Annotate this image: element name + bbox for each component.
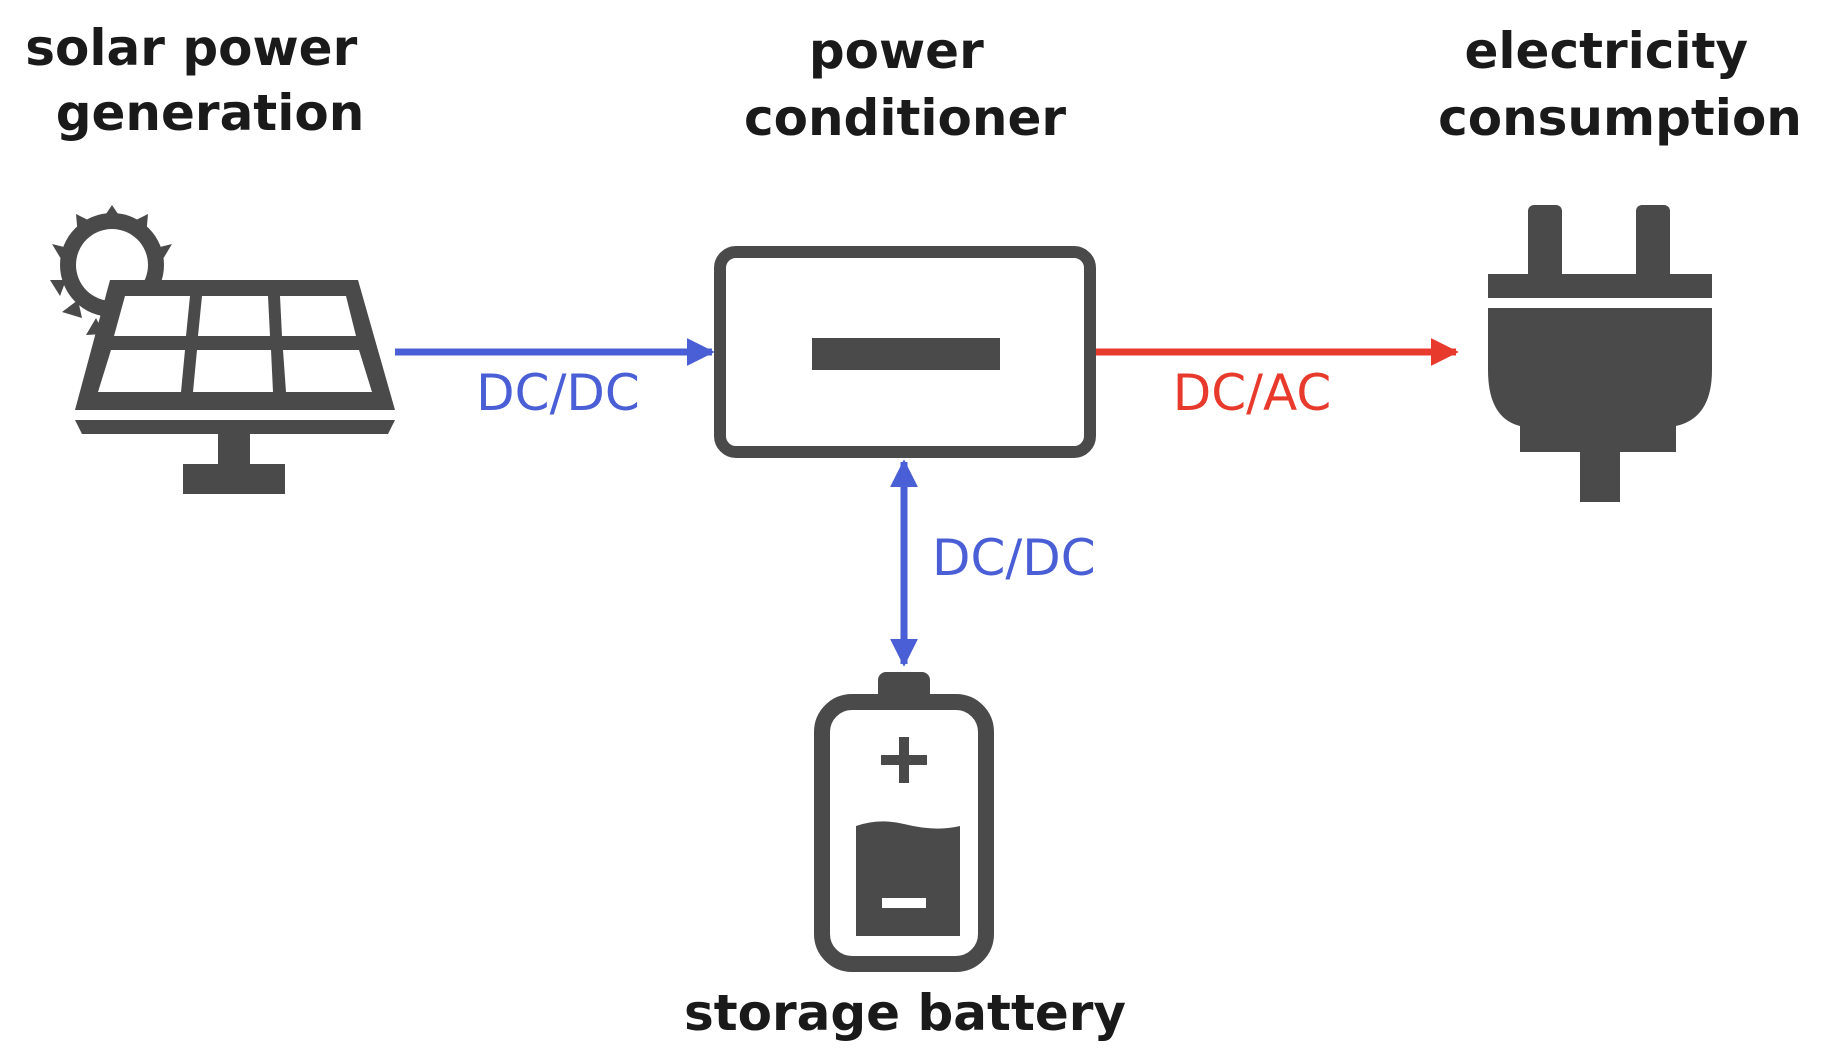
conditioner-label-line1: power <box>809 22 984 80</box>
battery-label: storage battery <box>684 984 1126 1042</box>
consumption-label: electricity consumption <box>1438 22 1802 147</box>
battery-minus-symbol <box>882 898 926 908</box>
minus-symbol <box>812 338 1000 370</box>
solar-label-line1: solar power <box>25 19 357 77</box>
battery-charge-level <box>856 821 960 936</box>
edge-label-conditioner-battery: DC/DC <box>932 529 1096 587</box>
solar-panel-icon <box>50 205 395 494</box>
solar-label: solar power generation <box>25 19 374 142</box>
solar-label-line2: generation <box>56 84 365 142</box>
consumption-label-line1: electricity <box>1465 22 1749 80</box>
edge-label-conditioner-to-consumption: DC/AC <box>1173 364 1332 422</box>
solar-panel-cells <box>98 296 372 392</box>
consumption-label-line2: consumption <box>1438 89 1802 147</box>
conditioner-label-line2: conditioner <box>744 89 1066 147</box>
power-plug-icon <box>1488 205 1712 502</box>
power-conditioner-icon <box>714 246 1096 458</box>
battery-icon <box>814 672 994 972</box>
edge-label-solar-to-conditioner: DC/DC <box>476 364 640 422</box>
conditioner-label: power conditioner <box>744 22 1066 147</box>
